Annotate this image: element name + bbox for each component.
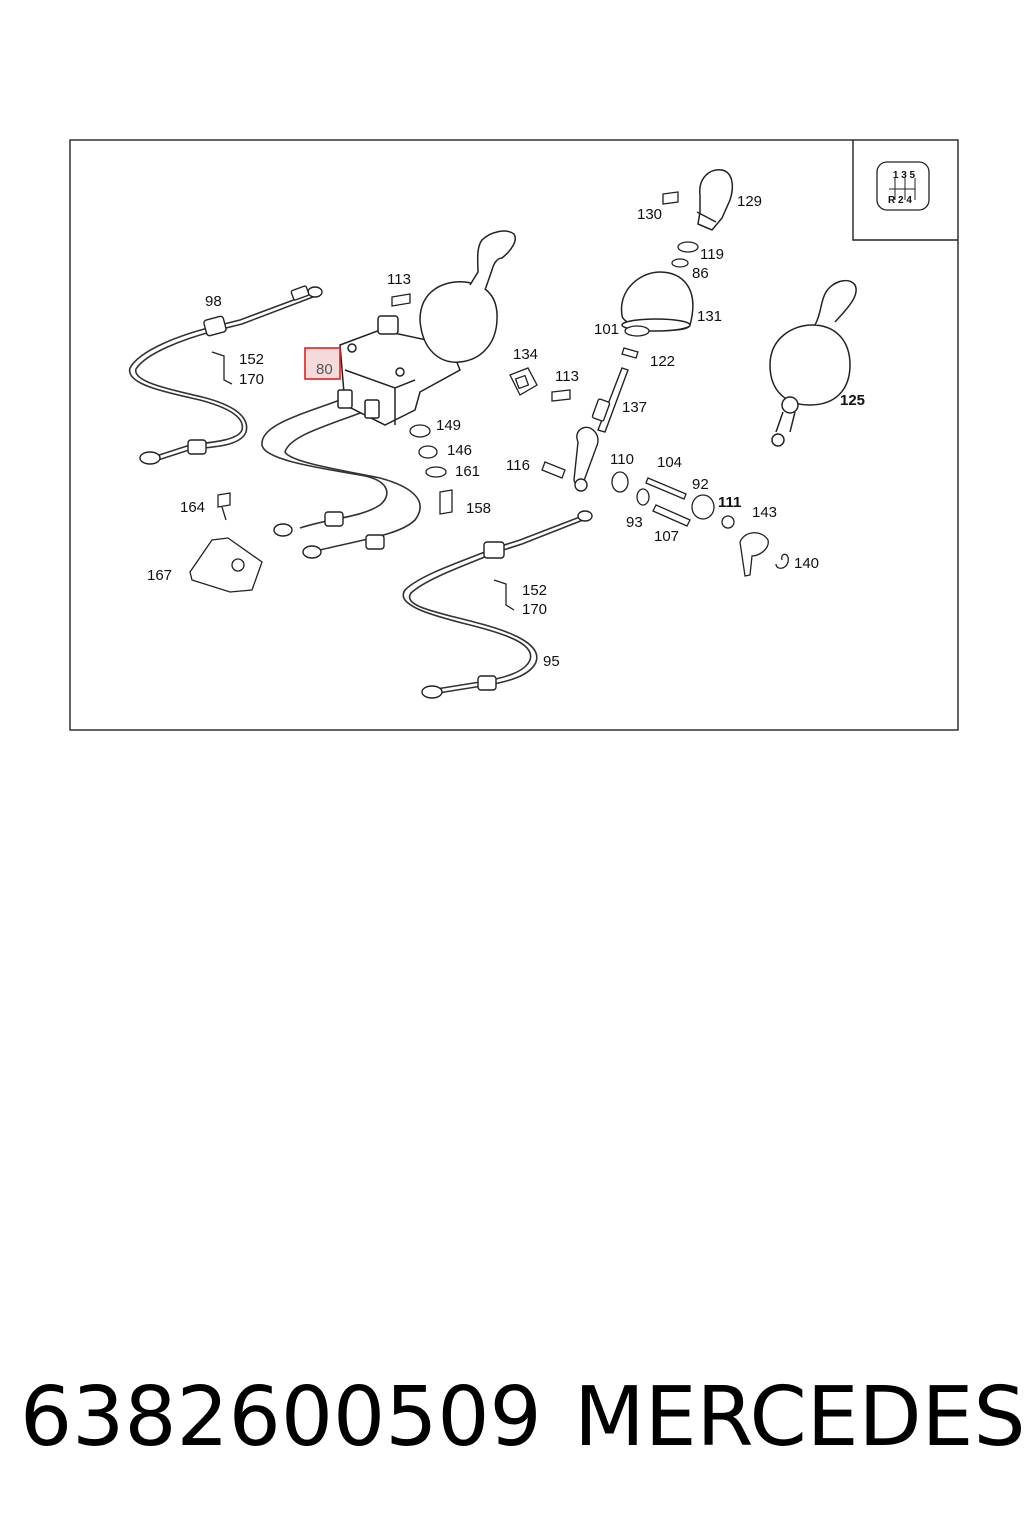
callout-labels: 98 113 152 170 80 149 146 161 164 158 16…: [147, 193, 865, 670]
shift-knob-assembly-125: [769, 279, 857, 447]
shift-pattern-inset: 1 3 5 R 2 4: [852, 140, 958, 241]
callout-152b: 152: [522, 582, 547, 599]
callout-111: 111: [718, 494, 741, 511]
callout-164: 164: [180, 499, 205, 516]
part-number: 6382600509: [20, 1370, 542, 1465]
callout-116: 116: [506, 457, 530, 474]
cable-end-fittings: [139, 285, 593, 699]
callout-167: 167: [147, 567, 172, 584]
callout-134: 134: [513, 346, 538, 363]
callout-170b: 170: [522, 601, 547, 618]
shift-knob-129: [696, 169, 734, 231]
callout-131: 131: [697, 308, 722, 325]
callout-161: 161: [455, 463, 480, 480]
callout-137: 137: [622, 399, 647, 416]
shift-pattern-top: 1 3 5: [893, 170, 916, 181]
parts-diagram: 1 3 5 R 2 4: [69, 139, 959, 731]
callout-149: 149: [436, 417, 461, 434]
callout-92: 92: [692, 476, 709, 493]
callout-170: 170: [239, 371, 264, 388]
callout-107: 107: [654, 528, 679, 545]
shift-cables: [129, 291, 586, 695]
callout-143: 143: [752, 504, 777, 521]
callout-122: 122: [650, 353, 675, 370]
callout-104: 104: [657, 454, 682, 471]
callout-130: 130: [637, 206, 662, 223]
callout-101: 101: [594, 321, 619, 338]
callout-80: 80: [316, 361, 333, 378]
callout-86: 86: [692, 265, 709, 282]
callout-95: 95: [543, 653, 560, 670]
small-hardware-parts: [189, 191, 789, 611]
shift-knob-boot-main: [419, 230, 516, 363]
callout-80-highlight: [304, 347, 341, 380]
diagram-frame: [69, 139, 959, 731]
callout-152: 152: [239, 351, 264, 368]
callout-125: 125: [840, 392, 865, 409]
callout-110: 110: [610, 451, 634, 468]
brand-name: MERCEDES: [574, 1370, 1024, 1465]
callout-146: 146: [447, 442, 472, 459]
shift-rod-137: [573, 367, 629, 492]
shift-pattern-bottom: R 2 4: [888, 195, 912, 206]
callout-93: 93: [626, 514, 643, 531]
callout-113b: 113: [555, 368, 579, 385]
callout-158: 158: [466, 500, 491, 517]
callout-129: 129: [737, 193, 762, 210]
callout-119: 119: [700, 246, 724, 263]
shifter-housing: [337, 315, 461, 426]
boot-131: [620, 271, 694, 332]
callout-113: 113: [387, 271, 411, 288]
callout-98: 98: [205, 293, 222, 310]
callout-140: 140: [794, 555, 819, 572]
